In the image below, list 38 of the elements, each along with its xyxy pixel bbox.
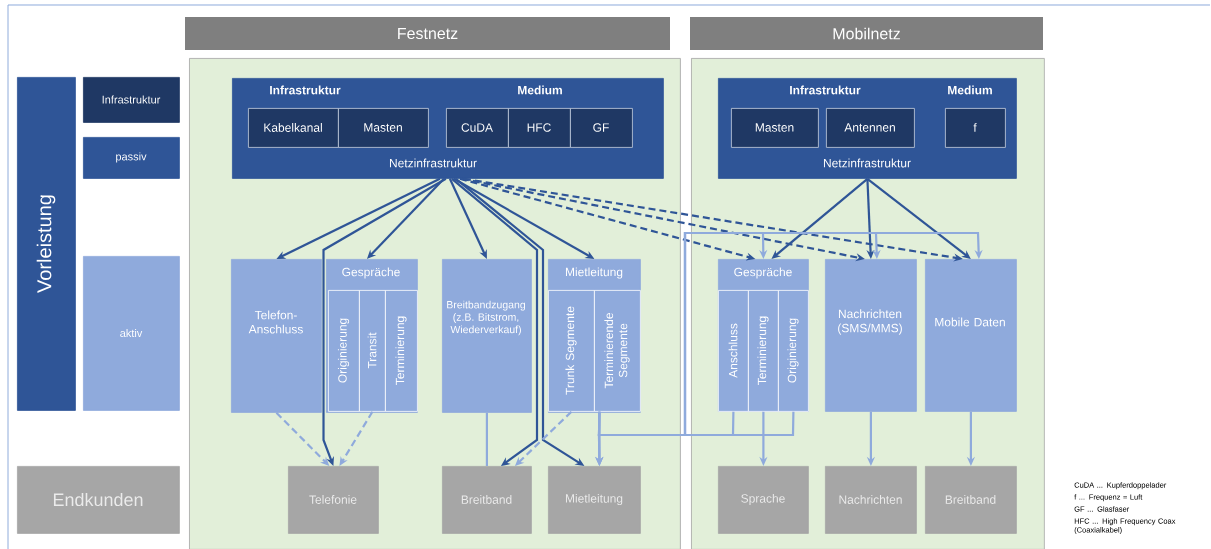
category-box: Endkunden <box>17 466 180 534</box>
customer-box: Telefonie <box>288 466 379 534</box>
arrow <box>339 411 374 466</box>
arrow <box>597 231 983 437</box>
service-column: Trunk Segmente <box>548 290 595 412</box>
node-label: Mobilnetz <box>833 27 900 40</box>
service-box: Telefon-Anschluss <box>231 259 322 413</box>
service-column: Originierung <box>778 290 809 412</box>
service-column: Terminierende Segmente <box>594 290 641 412</box>
service-box: Nachrichten (SMS/MMS) <box>825 259 917 412</box>
customer-box: Mietleitung <box>548 466 641 534</box>
service-column: Originierung <box>328 290 360 412</box>
service-column: Transit <box>359 290 386 412</box>
service-column: Terminierung <box>748 290 779 412</box>
category-bar: Vorleistung <box>17 77 76 411</box>
category-box: aktiv <box>83 256 180 411</box>
arrow <box>866 177 971 259</box>
arrow <box>451 177 539 466</box>
customer-box: Sprache <box>718 466 809 534</box>
component-cell: Masten <box>731 108 819 148</box>
component-cell: Masten <box>338 108 429 148</box>
customer-box: Breitband <box>442 466 532 534</box>
service-box: Mobile Daten <box>925 259 1017 412</box>
node-label: Festnetz <box>398 27 458 40</box>
customer-box: Breitband <box>925 466 1017 534</box>
component-cell: f <box>945 108 1006 148</box>
component-cell: Antennen <box>826 108 915 148</box>
service-column: Terminierung <box>385 290 418 412</box>
component-cell: Kabelkanal <box>248 108 339 148</box>
component-cell: HFC <box>508 108 571 148</box>
service-box: Breitbandzugang (z.B. Bitstrom, Wiederverkauf) <box>442 259 532 413</box>
component-cell: CuDA <box>446 108 509 148</box>
category-box: Infrastruktur <box>83 77 180 123</box>
category-box: passiv <box>83 137 180 179</box>
service-column: Anschluss <box>718 290 749 412</box>
arrow <box>448 178 487 259</box>
component-cell: GF <box>570 108 633 148</box>
customer-box: Nachrichten <box>825 466 917 534</box>
